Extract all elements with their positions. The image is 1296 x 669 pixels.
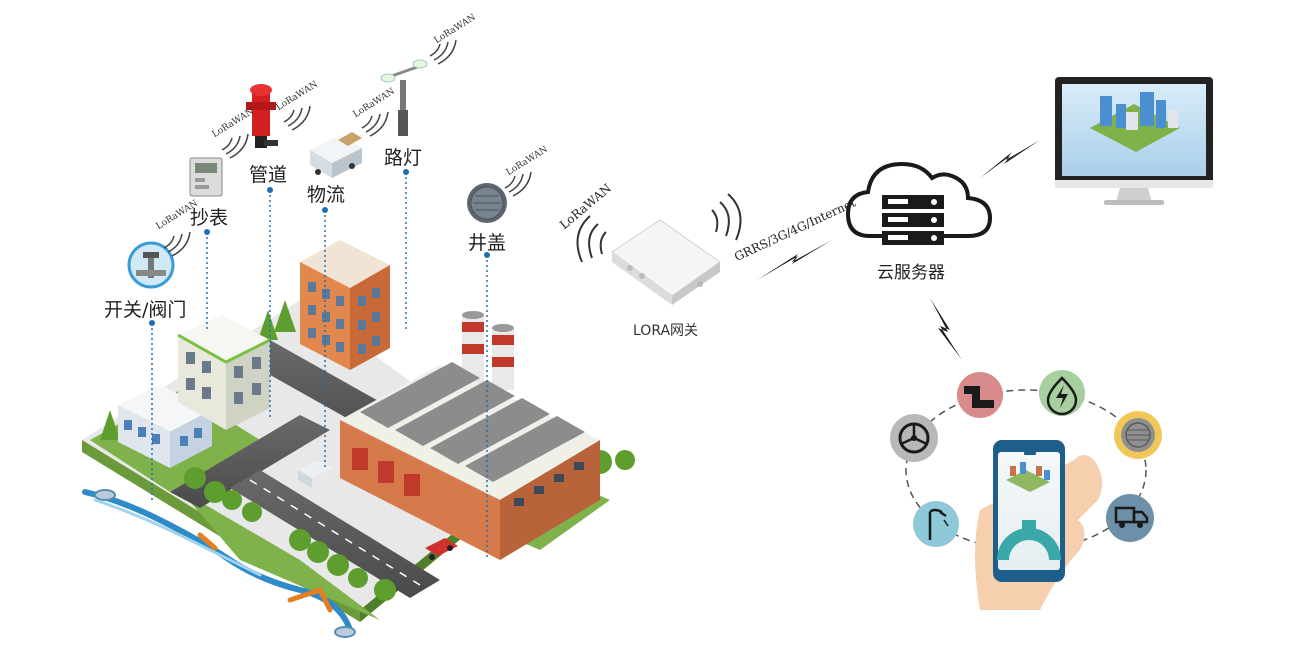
grass-area-2 xyxy=(180,490,380,620)
pipe-icon xyxy=(957,372,1003,418)
street-truck xyxy=(298,460,332,488)
truck-icon xyxy=(1106,494,1154,542)
cloud-server-icon xyxy=(845,161,993,245)
truck-sensor-icon xyxy=(310,132,362,178)
valve-wheel-icon xyxy=(890,414,938,462)
red-car xyxy=(425,538,458,560)
cloud-label: 云服务器 xyxy=(877,263,945,283)
manhole-sensor-icon xyxy=(467,183,507,223)
label-manhole: 井盖 xyxy=(468,232,507,254)
factory xyxy=(340,311,600,560)
label-pipe: 管道 xyxy=(249,164,288,186)
brick-apartment xyxy=(300,240,390,370)
dotted-drop-lines xyxy=(151,172,488,560)
signal-arcs xyxy=(163,39,532,257)
blue-building xyxy=(118,385,212,468)
cross-road xyxy=(230,470,440,598)
lora-gateway-device xyxy=(611,219,721,305)
manhole-cover-icon xyxy=(1114,411,1162,459)
label-street-light: 路灯 xyxy=(384,147,423,169)
label-switch-valve: 开关/阀门 xyxy=(104,299,187,321)
gateway-label: LORA网关 xyxy=(633,323,699,339)
gateway-signal-arcs xyxy=(576,193,742,263)
dotted-line-dots xyxy=(149,169,490,326)
lightning-icon xyxy=(757,140,1040,360)
smartphone xyxy=(993,440,1065,582)
monitor-icon xyxy=(1055,77,1213,205)
underground-pipes xyxy=(82,489,356,638)
valve-sensor-icon xyxy=(127,241,175,289)
road-marking xyxy=(249,479,421,586)
street-light-sensor-icon xyxy=(380,59,428,136)
green-building xyxy=(177,315,271,430)
meter-sensor-icon xyxy=(189,157,223,197)
label-logistics: 物流 xyxy=(307,184,346,206)
label-meter: 抄表 xyxy=(190,207,229,229)
energy-icon xyxy=(1039,370,1085,416)
street-light-icon xyxy=(913,501,959,547)
hydrant-sensor-icon xyxy=(246,84,278,148)
